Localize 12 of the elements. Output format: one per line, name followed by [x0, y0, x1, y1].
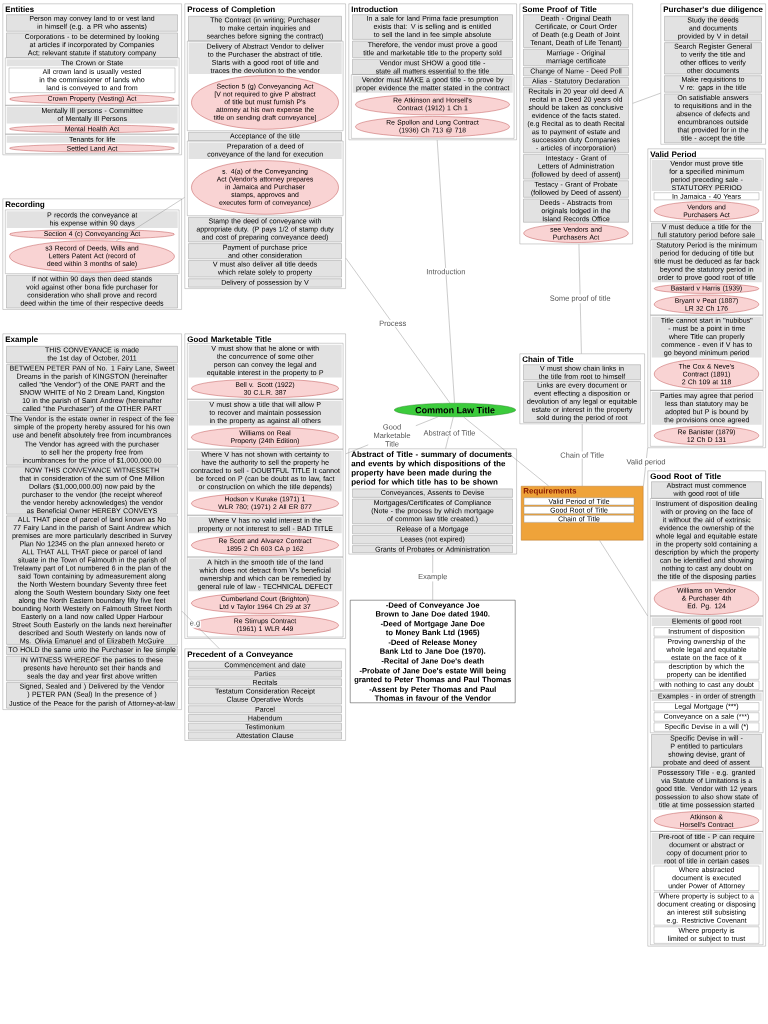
connector-line — [445, 416, 454, 449]
connector-line — [436, 139, 455, 404]
connector-line — [643, 447, 648, 487]
connector-line — [599, 540, 648, 617]
connector-line — [582, 423, 583, 487]
connector-line — [632, 92, 661, 104]
connector-line — [463, 416, 549, 487]
connector-line — [115, 197, 185, 242]
connector-line — [181, 610, 220, 649]
connector-line — [578, 243, 582, 354]
connector-line — [432, 554, 433, 601]
connector-line — [345, 257, 451, 404]
